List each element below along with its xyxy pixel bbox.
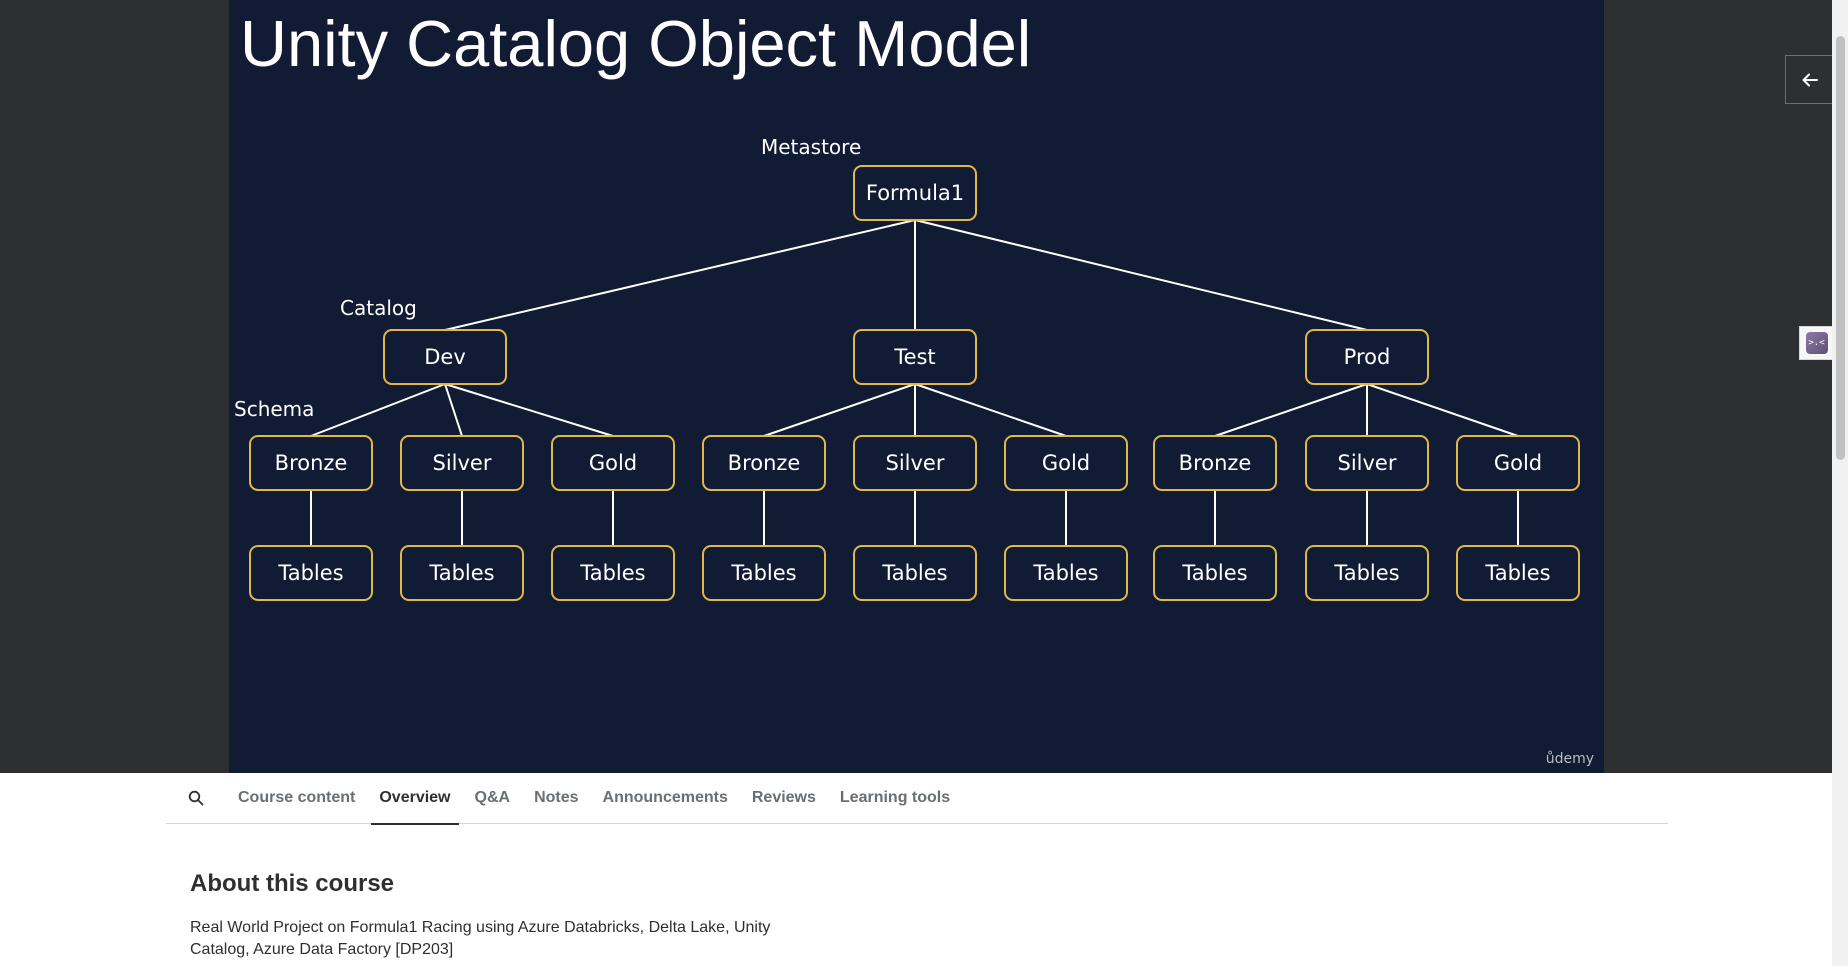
node-catalog-test: Test (853, 329, 977, 385)
node-schema-test-bronze: Bronze (702, 435, 826, 491)
connector-line (914, 383, 1067, 437)
about-title: About this course (190, 870, 395, 897)
tab-reviews[interactable]: Reviews (751, 789, 816, 806)
connector-line (1214, 383, 1368, 437)
node-tables-prod-silver-label: Tables (1333, 561, 1399, 585)
extension-icon[interactable]: >.< (1799, 326, 1833, 360)
node-metastore: Formula1 (853, 165, 977, 221)
about-description: Real World Project on Formula1 Racing us… (190, 919, 771, 958)
node-schema-dev-gold: Gold (551, 435, 675, 491)
udemy-watermark: ůdemy (1545, 751, 1594, 767)
connector-line (1366, 383, 1519, 437)
object-model-diagram: Formula1DevBronzeTablesSilverTablesGoldT… (234, 135, 1580, 601)
node-schema-dev-bronze-label: Bronze (275, 451, 348, 475)
tab-learning-tools[interactable]: Learning tools (839, 789, 951, 806)
expand-sidebar-button[interactable] (1785, 55, 1833, 104)
node-schema-test-silver-label: Silver (886, 451, 945, 475)
schema-label: Schema (234, 397, 314, 421)
node-catalog-dev-label: Dev (424, 345, 466, 369)
node-schema-test-bronze-label: Bronze (728, 451, 801, 475)
node-catalog-prod-label: Prod (1344, 345, 1391, 369)
search-button[interactable] (166, 773, 226, 824)
node-tables-dev-silver: Tables (400, 545, 524, 601)
node-tables-prod-gold-label: Tables (1484, 561, 1550, 585)
node-schema-dev-silver: Silver (400, 435, 524, 491)
node-tables-test-gold-label: Tables (1032, 561, 1098, 585)
node-schema-prod-silver: Silver (1305, 435, 1429, 491)
node-tables-prod-bronze: Tables (1153, 545, 1277, 601)
extension-face-icon: >.< (1805, 332, 1828, 354)
node-schema-test-gold-label: Gold (1042, 451, 1090, 475)
scrollbar-thumb[interactable] (1836, 36, 1845, 460)
node-tables-test-bronze-label: Tables (730, 561, 796, 585)
node-metastore-label: Formula1 (866, 181, 964, 205)
connector-line (444, 383, 463, 437)
node-schema-dev-silver-label: Silver (433, 451, 492, 475)
node-tables-dev-gold-label: Tables (579, 561, 645, 585)
node-tables-test-silver: Tables (853, 545, 977, 601)
node-catalog-dev: Dev (383, 329, 507, 385)
node-tables-prod-gold: Tables (1456, 545, 1580, 601)
node-tables-test-silver-label: Tables (881, 561, 947, 585)
connector-line (310, 383, 446, 437)
search-icon (188, 790, 204, 806)
connector-line (444, 383, 614, 437)
node-schema-test-silver: Silver (853, 435, 977, 491)
tab-course-content[interactable]: Course content (238, 789, 356, 806)
connector-line (444, 219, 916, 331)
metastore-label: Metastore (761, 135, 861, 159)
node-catalog-prod: Prod (1305, 329, 1429, 385)
slide-title: Unity Catalog Object Model (240, 7, 1032, 80)
catalog-label: Catalog (340, 296, 417, 320)
node-schema-prod-silver-label: Silver (1338, 451, 1397, 475)
node-tables-test-gold: Tables (1004, 545, 1128, 601)
node-tables-dev-silver-label: Tables (428, 561, 494, 585)
course-tabs: Course content Overview Q&A Notes Announ… (166, 773, 1668, 825)
connector-line (763, 383, 916, 437)
node-schema-prod-bronze: Bronze (1153, 435, 1277, 491)
tab-qa[interactable]: Q&A (474, 789, 511, 806)
node-tables-prod-silver: Tables (1305, 545, 1429, 601)
tab-notes[interactable]: Notes (534, 789, 579, 806)
node-schema-test-gold: Gold (1004, 435, 1128, 491)
node-tables-dev-bronze: Tables (249, 545, 373, 601)
node-schema-dev-bronze: Bronze (249, 435, 373, 491)
node-schema-prod-gold: Gold (1456, 435, 1580, 491)
arrow-left-icon (1802, 73, 1818, 86)
node-catalog-test-label: Test (893, 345, 935, 369)
node-tables-dev-gold: Tables (551, 545, 675, 601)
node-schema-dev-gold-label: Gold (589, 451, 637, 475)
node-tables-dev-bronze-label: Tables (277, 561, 343, 585)
tab-overview[interactable]: Overview (367, 773, 462, 825)
node-tables-prod-bronze-label: Tables (1181, 561, 1247, 585)
node-schema-prod-bronze-label: Bronze (1179, 451, 1252, 475)
connector-line (914, 219, 1368, 331)
node-tables-test-bronze: Tables (702, 545, 826, 601)
node-schema-prod-gold-label: Gold (1494, 451, 1542, 475)
tab-announcements[interactable]: Announcements (602, 789, 728, 806)
